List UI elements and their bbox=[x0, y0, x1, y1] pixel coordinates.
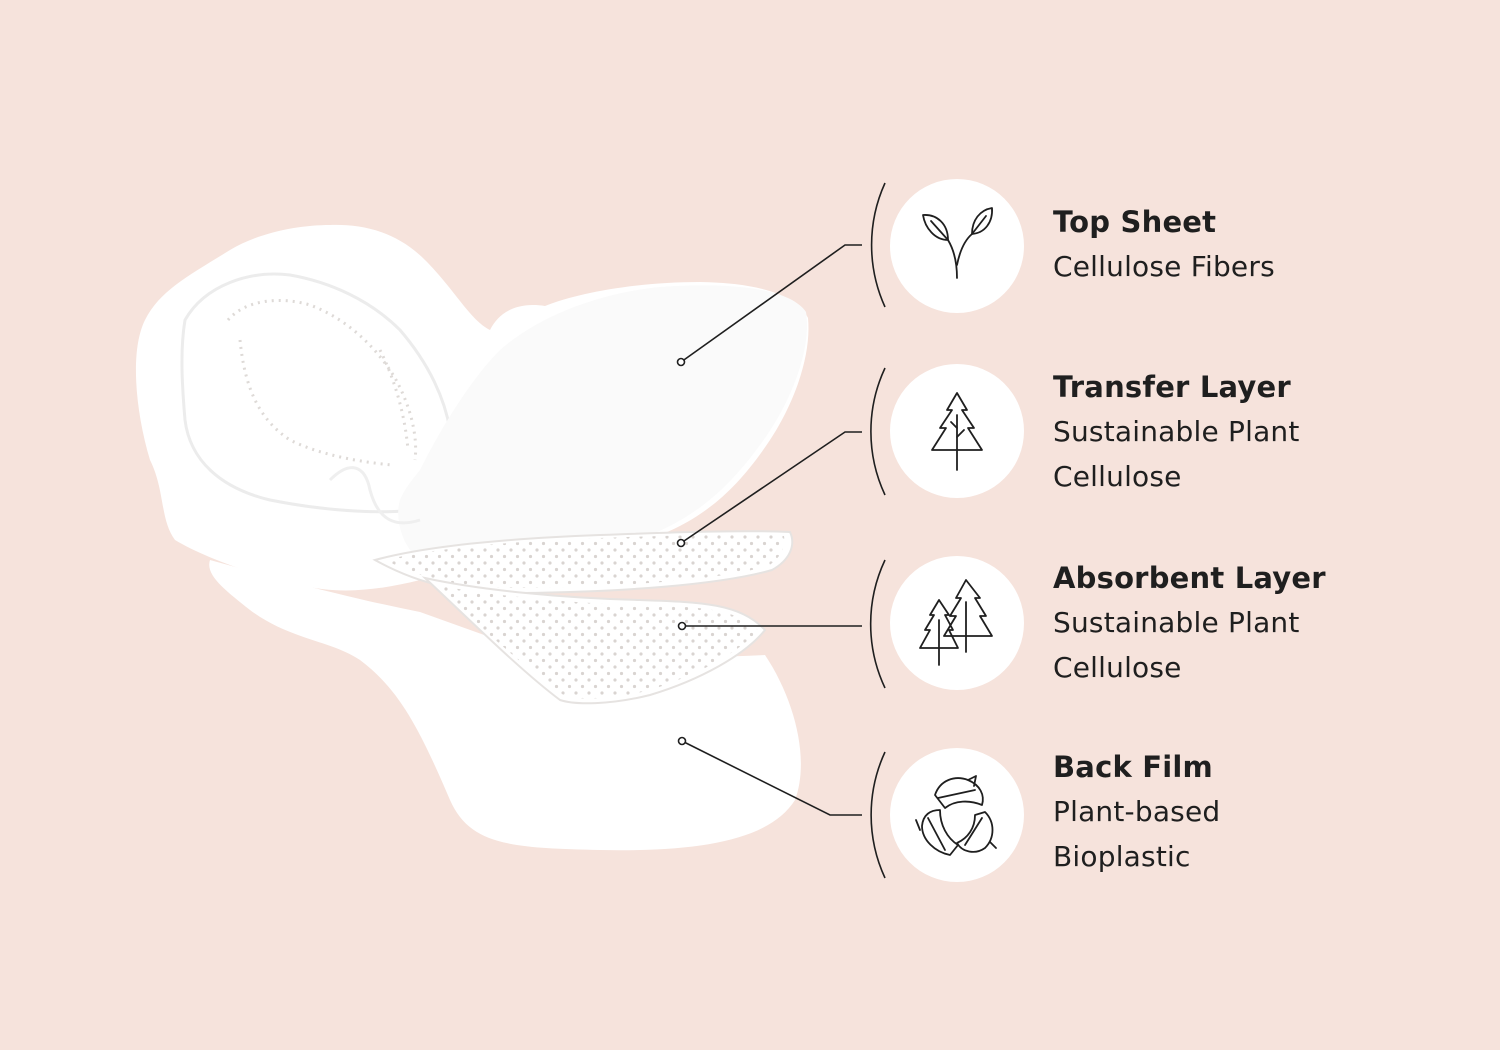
layer-description: Cellulose bbox=[1053, 651, 1182, 684]
bracket-transfer-layer bbox=[870, 367, 886, 496]
layer-title: Back Film bbox=[1053, 750, 1213, 784]
absorbent-layer-dots bbox=[435, 585, 758, 699]
two-pine-trees-icon bbox=[919, 579, 993, 666]
icon-circle-back-film bbox=[890, 748, 1024, 882]
bracket-top-sheet bbox=[870, 182, 886, 308]
connector-top-sheet bbox=[680, 244, 862, 363]
connector-back-film bbox=[681, 740, 862, 816]
icon-circles bbox=[890, 179, 1024, 882]
anchor-dot-absorbent-layer bbox=[677, 621, 687, 631]
transfer-layer-dots bbox=[385, 534, 785, 588]
anchor-dot-transfer-layer bbox=[676, 538, 686, 548]
leaf-sprout-icon bbox=[922, 207, 993, 279]
top-sheet-flap-shadow bbox=[328, 466, 421, 525]
layer-title: Top Sheet bbox=[1053, 205, 1217, 239]
connector-dots bbox=[676, 357, 687, 746]
icon-circle-top-sheet bbox=[890, 179, 1024, 313]
layer-title: Absorbent Layer bbox=[1053, 561, 1326, 595]
pad-stitch-inner bbox=[238, 339, 393, 467]
connector-transfer-layer bbox=[680, 431, 862, 544]
pad-stitch-outer bbox=[226, 298, 418, 461]
brackets bbox=[869, 182, 886, 879]
layer-description: Cellulose Fibers bbox=[1053, 250, 1275, 283]
layer-description: Bioplastic bbox=[1053, 840, 1191, 873]
icon-circle-absorbent-layer bbox=[890, 556, 1024, 690]
bracket-absorbent-layer bbox=[869, 559, 886, 689]
anchor-dot-back-film bbox=[677, 736, 687, 746]
label-absorbent-layer: Absorbent Layer Sustainable Plant Cellul… bbox=[1053, 556, 1473, 690]
layer-title: Transfer Layer bbox=[1053, 370, 1291, 404]
connectors bbox=[680, 244, 862, 816]
pad-illustration bbox=[135, 224, 809, 851]
label-transfer-layer: Transfer Layer Sustainable Plant Cellulo… bbox=[1053, 365, 1473, 499]
layer-description: Cellulose bbox=[1053, 460, 1182, 493]
anchor-dot-top-sheet bbox=[676, 357, 686, 367]
back-film-shape bbox=[209, 560, 801, 851]
layer-description: Plant-based bbox=[1053, 795, 1221, 828]
label-back-film: Back Film Plant-based Bioplastic bbox=[1053, 745, 1473, 879]
recycle-leaves-icon bbox=[915, 775, 997, 856]
layer-description: Sustainable Plant bbox=[1053, 606, 1300, 639]
pine-tree-icon bbox=[931, 392, 983, 471]
layer-description: Sustainable Plant bbox=[1053, 415, 1300, 448]
label-top-sheet: Top Sheet Cellulose Fibers bbox=[1053, 200, 1473, 289]
bracket-back-film bbox=[870, 751, 886, 879]
top-sheet-flap bbox=[398, 285, 807, 561]
